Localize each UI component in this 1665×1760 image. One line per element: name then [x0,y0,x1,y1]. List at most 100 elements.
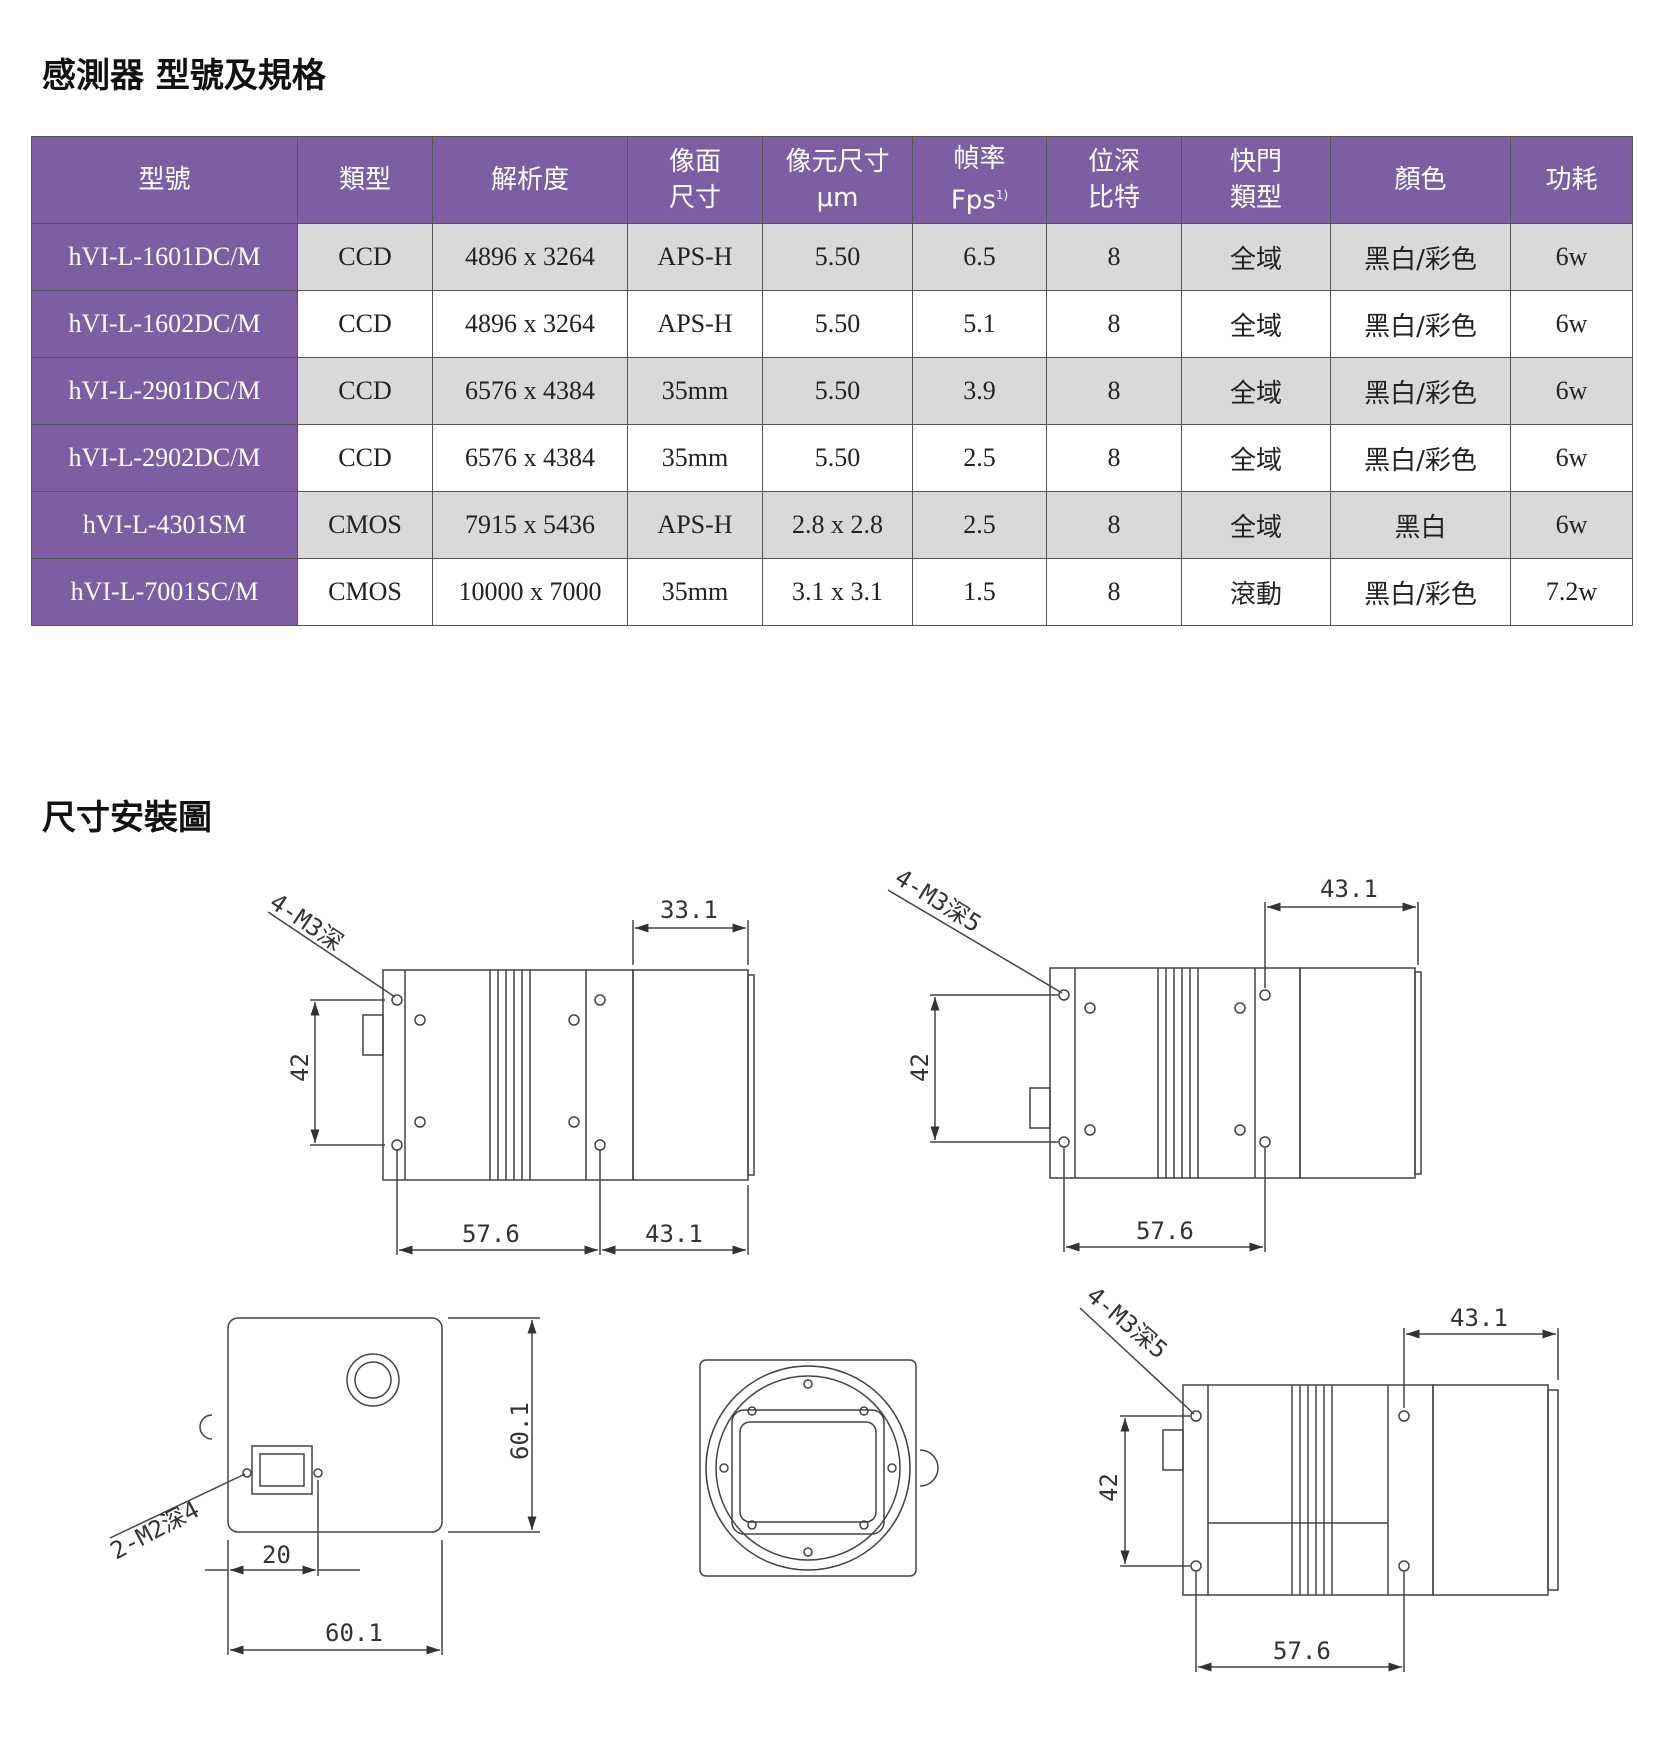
column-header: 像元尺寸 μm [762,136,913,224]
dim-v3-width: 60.1 [325,1619,383,1647]
table-cell: 黑白/彩色 [1330,357,1511,425]
dim-v3-inner: 20 [262,1541,291,1569]
side-view-2 [887,889,1422,1252]
model-cell: hVI-L-4301SM [31,491,298,559]
specs-section-title: 感測器 型號及規格 [42,56,326,96]
table-cell: 6w [1510,491,1633,559]
column-header: 型號 [31,136,298,224]
table-cell: 8 [1046,558,1182,626]
model-cell: hVI-L-2902DC/M [31,424,298,492]
table-cell: 10000 x 7000 [432,558,628,626]
table-cell: 5.50 [762,290,913,358]
mounting-dimension-drawings: 33.1 4-M3深 42 57.6 43.1 43.1 4-M3深5 42 5… [106,863,1559,1672]
column-header: 類型 [297,136,433,224]
table-cell: CCD [297,424,433,492]
dim-v5-top: 43.1 [1450,1304,1508,1332]
table-cell: APS-H [627,290,763,358]
table-cell: 35mm [627,424,763,492]
table-cell: 全域 [1181,223,1331,291]
column-header-line2: 類型 [1229,183,1282,213]
model-cell: hVI-L-2901DC/M [31,357,298,425]
footnote-mark: 1) [995,188,1009,203]
table-cell: 5.50 [762,424,913,492]
column-header-line1: 位深 [1087,147,1140,177]
column-header-line2: μm [816,183,859,213]
dim-v5-bottom: 57.6 [1273,1637,1331,1665]
front-view [699,1359,939,1577]
table-cell: 5.1 [912,290,1047,358]
table-cell: 8 [1046,491,1182,559]
table-cell: 8 [1046,223,1182,291]
table-cell: 黑白 [1330,491,1511,559]
table-cell: 8 [1046,424,1182,492]
thread-label-v1: 4-M3深 [265,888,348,957]
table-cell: 8 [1046,290,1182,358]
table-cell: 6w [1510,223,1633,291]
table-cell: 6576 x 4384 [432,357,628,425]
dim-v2-bottom: 57.6 [1136,1217,1194,1245]
table-cell: CCD [297,357,433,425]
dimensions-section-title: 尺寸安裝圖 [42,798,212,838]
column-header: 像面尺寸 [627,136,763,224]
table-cell: CMOS [297,491,433,559]
table-cell: 8 [1046,357,1182,425]
side-view-3 [1079,1307,1559,1672]
table-cell: 3.9 [912,357,1047,425]
rear-view [109,1317,540,1655]
model-cell: hVI-L-1602DC/M [31,290,298,358]
table-cell: 2.8 x 2.8 [762,491,913,559]
dim-v2-top: 43.1 [1320,875,1378,903]
column-header: 顏色 [1330,136,1511,224]
column-header: 快門類型 [1181,136,1331,224]
dim-v1-bottom-left: 57.6 [462,1220,520,1248]
table-cell: 4896 x 3264 [432,223,628,291]
column-header-line2: 比特 [1087,183,1140,213]
table-cell: 2.5 [912,424,1047,492]
model-cell: hVI-L-7001SC/M [31,558,298,626]
table-cell: 6w [1510,290,1633,358]
table-cell: 6576 x 4384 [432,424,628,492]
dim-v1-top: 33.1 [660,896,718,924]
table-cell: 全域 [1181,290,1331,358]
table-cell: 滾動 [1181,558,1331,626]
column-header-line1: 型號 [138,165,191,195]
table-cell: 全域 [1181,491,1331,559]
table-cell: 35mm [627,558,763,626]
table-cell: 黑白/彩色 [1330,223,1511,291]
table-cell: 黑白/彩色 [1330,424,1511,492]
table-cell: 6w [1510,357,1633,425]
table-cell: 2.5 [912,491,1047,559]
dim-v2-height: 42 [906,1053,934,1082]
column-header-line1: 類型 [338,165,391,195]
table-cell: 1.5 [912,558,1047,626]
column-header-line1: 像元尺寸 [785,147,890,177]
table-cell: CMOS [297,558,433,626]
table-cell: APS-H [627,491,763,559]
model-cell: hVI-L-1601DC/M [31,223,298,291]
table-cell: 全域 [1181,424,1331,492]
table-cell: 4896 x 3264 [432,290,628,358]
column-header: 解析度 [432,136,628,224]
table-cell: 3.1 x 3.1 [762,558,913,626]
table-cell: 5.50 [762,357,913,425]
dim-v1-height: 42 [286,1053,314,1082]
table-cell: 35mm [627,357,763,425]
table-cell: CCD [297,223,433,291]
table-cell: 7.2w [1510,558,1633,626]
thread-label-v3: 2-M2深4 [106,1495,204,1565]
column-header: 位深比特 [1046,136,1182,224]
table-cell: CCD [297,290,433,358]
thread-label-v2: 4-M3深5 [890,863,986,938]
column-header-line2: 尺寸 [668,183,721,213]
column-header-line1: 幀率 [953,144,1006,175]
column-header: 幀率 Fps1) [912,136,1047,224]
column-header-line2: Fps [950,185,996,216]
